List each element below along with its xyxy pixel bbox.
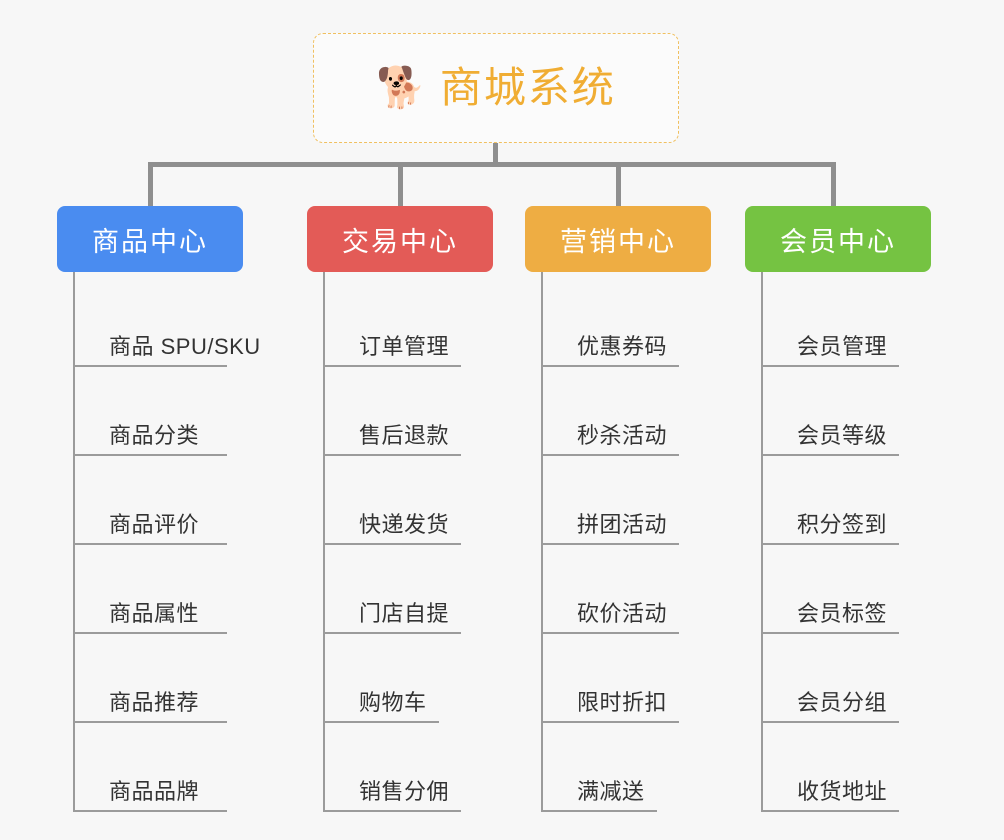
list-item[interactable]: 商品品牌 [75,723,303,812]
branch-header-marketing-center[interactable]: 营销中心 [525,206,711,272]
list-item[interactable]: 拼团活动 [543,456,751,545]
sub-item-label: 售后退款 [359,422,450,448]
sub-item-label: 满减送 [577,778,645,804]
sub-item-label: 商品属性 [109,600,200,626]
sub-item-underline [325,721,439,723]
sub-item-label: 拼团活动 [577,511,668,537]
list-item[interactable]: 商品评价 [75,456,303,545]
sub-item-underline [75,365,227,367]
list-item[interactable]: 会员标签 [763,545,971,634]
sub-item-underline [763,543,899,545]
sub-item-underline [75,721,227,723]
list-item[interactable]: 商品 SPU/SKU [75,278,303,367]
list-item[interactable]: 限时折扣 [543,634,751,723]
branch-header-member-center[interactable]: 会员中心 [745,206,931,272]
branch-product-center: 商品中心 商品 SPU/SKU 商品分类 商品评价 商品属性 商品推荐 [57,206,303,812]
list-item[interactable]: 会员等级 [763,367,971,456]
sub-item-underline [325,810,461,812]
sub-item-label: 收货地址 [797,778,888,804]
sub-item-list-product-center: 商品 SPU/SKU 商品分类 商品评价 商品属性 商品推荐 商品品牌 [73,272,303,812]
root-node[interactable]: 🐕 商城系统 [313,33,679,143]
list-item[interactable]: 秒杀活动 [543,367,751,456]
sub-item-label: 订单管理 [359,333,450,359]
sub-item-label: 快递发货 [359,511,450,537]
sub-item-underline [325,632,461,634]
sub-item-label: 商品分类 [109,422,200,448]
list-item[interactable]: 商品推荐 [75,634,303,723]
sub-item-underline [763,810,899,812]
sub-item-label: 商品品牌 [109,778,200,804]
sub-item-underline [543,365,679,367]
connector-horizontal-bus [148,162,836,167]
sub-item-label: 商品推荐 [109,689,200,715]
connector-drop-3 [616,162,621,206]
sub-item-list-member-center: 会员管理 会员等级 积分签到 会员标签 会员分组 收货地址 [761,272,971,812]
sub-item-underline [543,454,679,456]
branch-header-label: 商品中心 [92,226,208,257]
connector-drop-4 [831,162,836,206]
sub-item-label: 秒杀活动 [577,422,668,448]
sub-item-underline [543,721,679,723]
branch-trade-center: 交易中心 订单管理 售后退款 快递发货 门店自提 购物车 [307,206,533,812]
sub-item-underline [325,454,461,456]
sub-item-label: 商品 SPU/SKU [109,333,261,359]
list-item[interactable]: 销售分佣 [325,723,533,812]
list-item[interactable]: 售后退款 [325,367,533,456]
branch-header-label: 会员中心 [780,226,896,257]
list-item[interactable]: 订单管理 [325,278,533,367]
sub-item-underline [325,543,461,545]
shiba-dog-icon: 🐕 [376,66,426,110]
sub-item-underline [75,632,227,634]
sub-item-underline [763,454,899,456]
sub-item-label: 会员管理 [797,333,888,359]
sub-item-underline [763,365,899,367]
sub-item-underline [543,543,679,545]
list-item[interactable]: 商品分类 [75,367,303,456]
sub-item-label: 购物车 [359,689,427,715]
list-item[interactable]: 积分签到 [763,456,971,545]
sub-item-underline [543,810,657,812]
list-item[interactable]: 会员分组 [763,634,971,723]
sub-item-underline [75,454,227,456]
list-item[interactable]: 砍价活动 [543,545,751,634]
connector-root-stem [493,143,498,165]
list-item[interactable]: 快递发货 [325,456,533,545]
connector-drop-1 [148,162,153,206]
connector-drop-2 [398,162,403,206]
sub-item-underline [543,632,679,634]
branch-member-center: 会员中心 会员管理 会员等级 积分签到 会员标签 会员分组 [745,206,971,812]
sub-item-label: 积分签到 [797,511,888,537]
branch-header-label: 交易中心 [342,226,458,257]
list-item[interactable]: 满减送 [543,723,751,812]
list-item[interactable]: 收货地址 [763,723,971,812]
list-item[interactable]: 门店自提 [325,545,533,634]
branch-header-trade-center[interactable]: 交易中心 [307,206,493,272]
sub-item-underline [763,632,899,634]
sub-item-underline [325,365,461,367]
branch-marketing-center: 营销中心 优惠券码 秒杀活动 拼团活动 砍价活动 限时折扣 [525,206,751,812]
sub-item-label: 优惠券码 [577,333,668,359]
sub-item-label: 商品评价 [109,511,200,537]
list-item[interactable]: 优惠券码 [543,278,751,367]
sub-item-list-marketing-center: 优惠券码 秒杀活动 拼团活动 砍价活动 限时折扣 满减送 [541,272,751,812]
sub-item-label: 销售分佣 [359,778,450,804]
sub-item-label: 会员等级 [797,422,888,448]
sub-item-underline [75,543,227,545]
sub-item-underline [75,810,227,812]
branch-header-label: 营销中心 [560,226,676,257]
sub-item-list-trade-center: 订单管理 售后退款 快递发货 门店自提 购物车 销售分佣 [323,272,533,812]
list-item[interactable]: 购物车 [325,634,533,723]
sub-item-underline [763,721,899,723]
sub-item-label: 会员分组 [797,689,888,715]
list-item[interactable]: 会员管理 [763,278,971,367]
root-title: 商城系统 [439,64,616,111]
sub-item-label: 会员标签 [797,600,888,626]
branch-header-product-center[interactable]: 商品中心 [57,206,243,272]
sub-item-label: 门店自提 [359,600,450,626]
list-item[interactable]: 商品属性 [75,545,303,634]
sub-item-label: 砍价活动 [577,600,668,626]
sub-item-label: 限时折扣 [577,689,668,715]
